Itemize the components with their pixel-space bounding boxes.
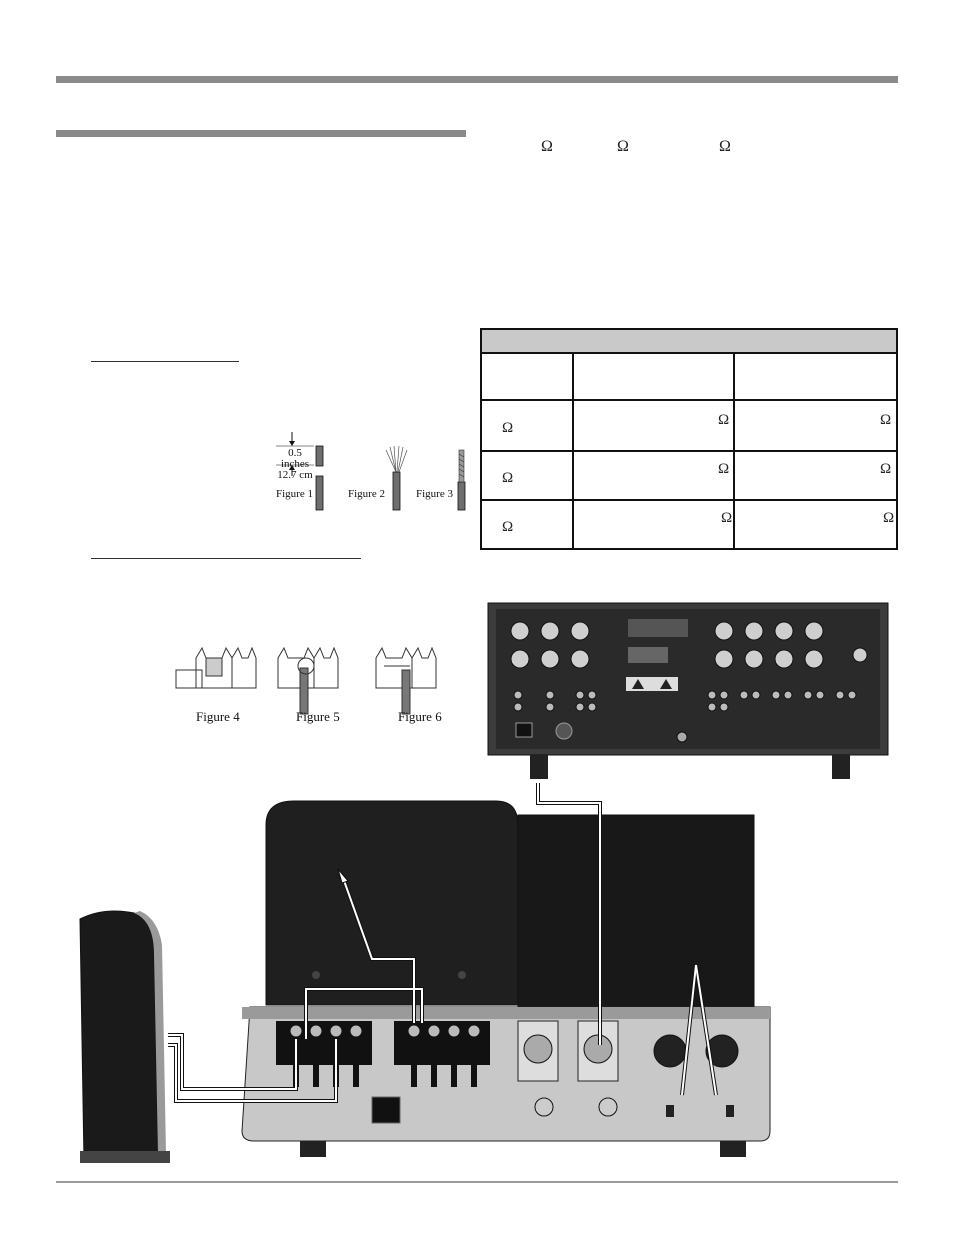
impedance-table: Ω Ω Ω Ω Ω Ω Ω Ω Ω [480, 328, 898, 550]
figure-5-label: Figure 5 [296, 709, 340, 724]
figure-4-label: Figure 4 [196, 709, 240, 724]
subheading-underline [91, 361, 239, 362]
figure-1-label: Figure 1 [276, 488, 313, 500]
wire-prep-illustration [276, 432, 466, 511]
table-header [482, 330, 896, 354]
table-cell: Ω [502, 420, 514, 436]
wire-prep-figures: 0.5 inches 12.7 cm Figure 1 Figure 2 Fig… [264, 432, 474, 512]
table-cell: Ω [721, 510, 733, 526]
table-cell: Ω [718, 461, 730, 477]
amplifier-connection-diagram [70, 783, 780, 1170]
omega-symbol: Ω [617, 138, 629, 155]
table-cell: Ω [502, 519, 514, 535]
preamplifier-rear-panel-image [487, 602, 889, 783]
subheading-underline [91, 558, 361, 559]
table-cell: Ω [880, 412, 892, 428]
omega-symbol: Ω [541, 138, 553, 155]
table-cell: Ω [718, 412, 730, 428]
table-cell: Ω [502, 470, 514, 486]
table-cell: Ω [883, 510, 895, 526]
dimension-cm: 12.7 cm [277, 469, 313, 481]
dimension-inches: 0.5 inches [280, 447, 310, 470]
top-rule [56, 76, 898, 83]
bottom-rule [56, 1181, 898, 1183]
table-cell: Ω [880, 461, 892, 477]
section-rule [56, 130, 466, 137]
terminal-illustration [175, 646, 437, 715]
terminal-figures: Figure 4 Figure 5 Figure 6 [175, 636, 461, 726]
figure-2-label: Figure 2 [348, 488, 385, 500]
figure-3-label: Figure 3 [416, 488, 453, 500]
figure-6-label: Figure 6 [398, 709, 442, 724]
omega-symbol: Ω [719, 138, 731, 155]
